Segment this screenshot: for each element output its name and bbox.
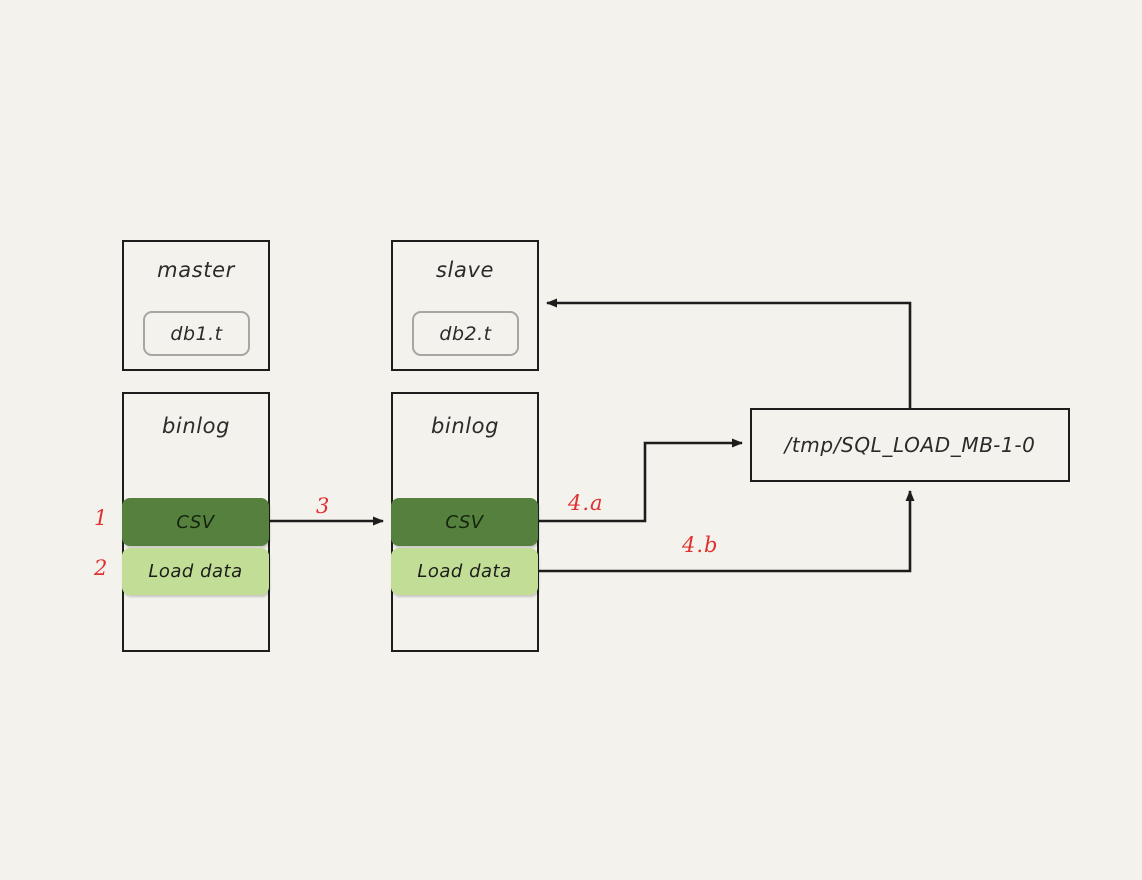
tmpfile-node[interactable]: /tmp/SQL_LOAD_MB-1-0 — [750, 408, 1070, 482]
slave-binlog-event-load-data-label: Load data — [417, 561, 512, 582]
master-binlog-event-load-data-label: Load data — [148, 561, 243, 582]
connector-loaddata-to-tmpfile — [538, 490, 915, 573]
connector-tmpfile-to-slave — [546, 298, 912, 408]
step-label-4a: 4.a — [568, 491, 604, 515]
slave-binlog-event-csv[interactable]: CSV — [391, 498, 538, 546]
slave-table-label: db2.t — [439, 322, 492, 345]
master-title: master — [157, 258, 235, 282]
step-label-1: 1 — [94, 506, 109, 530]
step-label-2: 2 — [94, 556, 109, 580]
master-binlog-title: binlog — [161, 414, 231, 438]
slave-binlog-event-csv-label: CSV — [445, 511, 484, 533]
master-binlog-event-csv[interactable]: CSV — [122, 498, 269, 546]
slave-title: slave — [436, 258, 494, 282]
master-table-box[interactable]: db1.t — [143, 311, 250, 356]
slave-binlog-title: binlog — [430, 414, 500, 438]
connector-csv-to-tmpfile — [538, 438, 743, 523]
master-table-label: db1.t — [170, 322, 223, 345]
master-binlog-event-csv-label: CSV — [176, 511, 215, 533]
slave-binlog-event-load-data[interactable]: Load data — [391, 548, 538, 595]
master-binlog-event-load-data[interactable]: Load data — [122, 548, 269, 595]
step-label-3: 3 — [316, 494, 331, 518]
tmpfile-label: /tmp/SQL_LOAD_MB-1-0 — [784, 433, 1036, 457]
slave-table-box[interactable]: db2.t — [412, 311, 519, 356]
step-label-4b: 4.b — [682, 533, 719, 557]
